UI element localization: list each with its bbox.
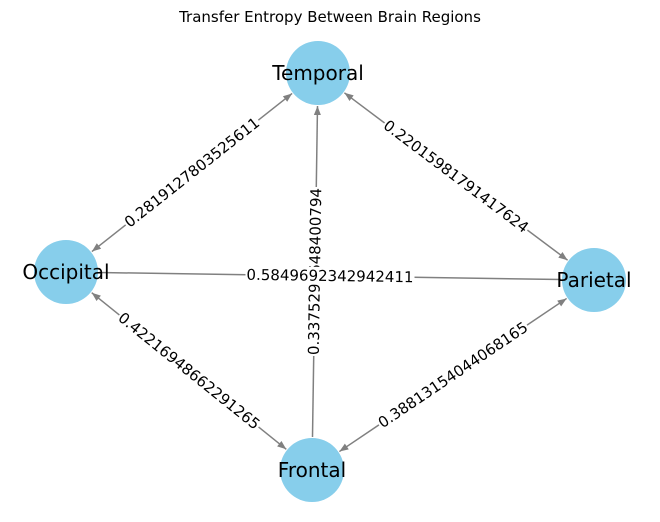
node-frontal bbox=[280, 438, 344, 502]
edge-label-occipital-temporal: 0.2819127803525611 bbox=[121, 114, 263, 232]
edge-label-group: 0.22015981791417624 bbox=[379, 115, 533, 238]
edge-label-frontal-occipital: 0.42216948662291265 bbox=[115, 309, 264, 434]
node-label-occipital: Occipital bbox=[22, 260, 109, 284]
edge-label-group: 0.42216948662291265 bbox=[113, 308, 265, 434]
arrowhead-parietal-frontal-source bbox=[557, 298, 567, 307]
edge-label-group: 0.2819127803525611 bbox=[120, 113, 264, 232]
edge-label-occipital-parietal: 0.5849692342942411 bbox=[246, 266, 413, 287]
edge-label-background bbox=[120, 113, 264, 232]
edge-label-group: 0.38813154044068165 bbox=[373, 317, 533, 433]
node-temporal bbox=[286, 41, 350, 105]
arrowhead-frontal-occipital-target bbox=[91, 292, 101, 302]
node-occipital bbox=[34, 240, 98, 304]
arrowhead-frontal-temporal-target bbox=[313, 105, 321, 116]
node-label-temporal: Temporal bbox=[271, 61, 364, 85]
node-label-parietal: Parietal bbox=[556, 268, 631, 292]
edge-label-background bbox=[245, 265, 415, 287]
node-label-frontal: Frontal bbox=[278, 458, 346, 482]
diagram-title: Transfer Entropy Between Brain Regions bbox=[179, 8, 481, 26]
arrowhead-frontal-occipital-source bbox=[277, 440, 287, 450]
node-parietal bbox=[562, 248, 626, 312]
arrowhead-parietal-frontal-target bbox=[339, 443, 349, 452]
arrowhead-temporal-parietal-target bbox=[558, 252, 568, 261]
edge-label-temporal-parietal: 0.22015981791417624 bbox=[380, 116, 532, 236]
arrowhead-occipital-temporal-source bbox=[91, 243, 102, 252]
edge-label-background bbox=[373, 317, 533, 433]
arrowhead-occipital-temporal-target bbox=[282, 93, 293, 102]
edge-label-background bbox=[379, 115, 533, 238]
edge-label-parietal-frontal: 0.38813154044068165 bbox=[375, 318, 531, 432]
edge-label-background bbox=[113, 308, 265, 434]
edge-label-group: 0.5849692342942411 bbox=[245, 265, 415, 287]
arrowhead-temporal-parietal-source bbox=[344, 92, 354, 101]
